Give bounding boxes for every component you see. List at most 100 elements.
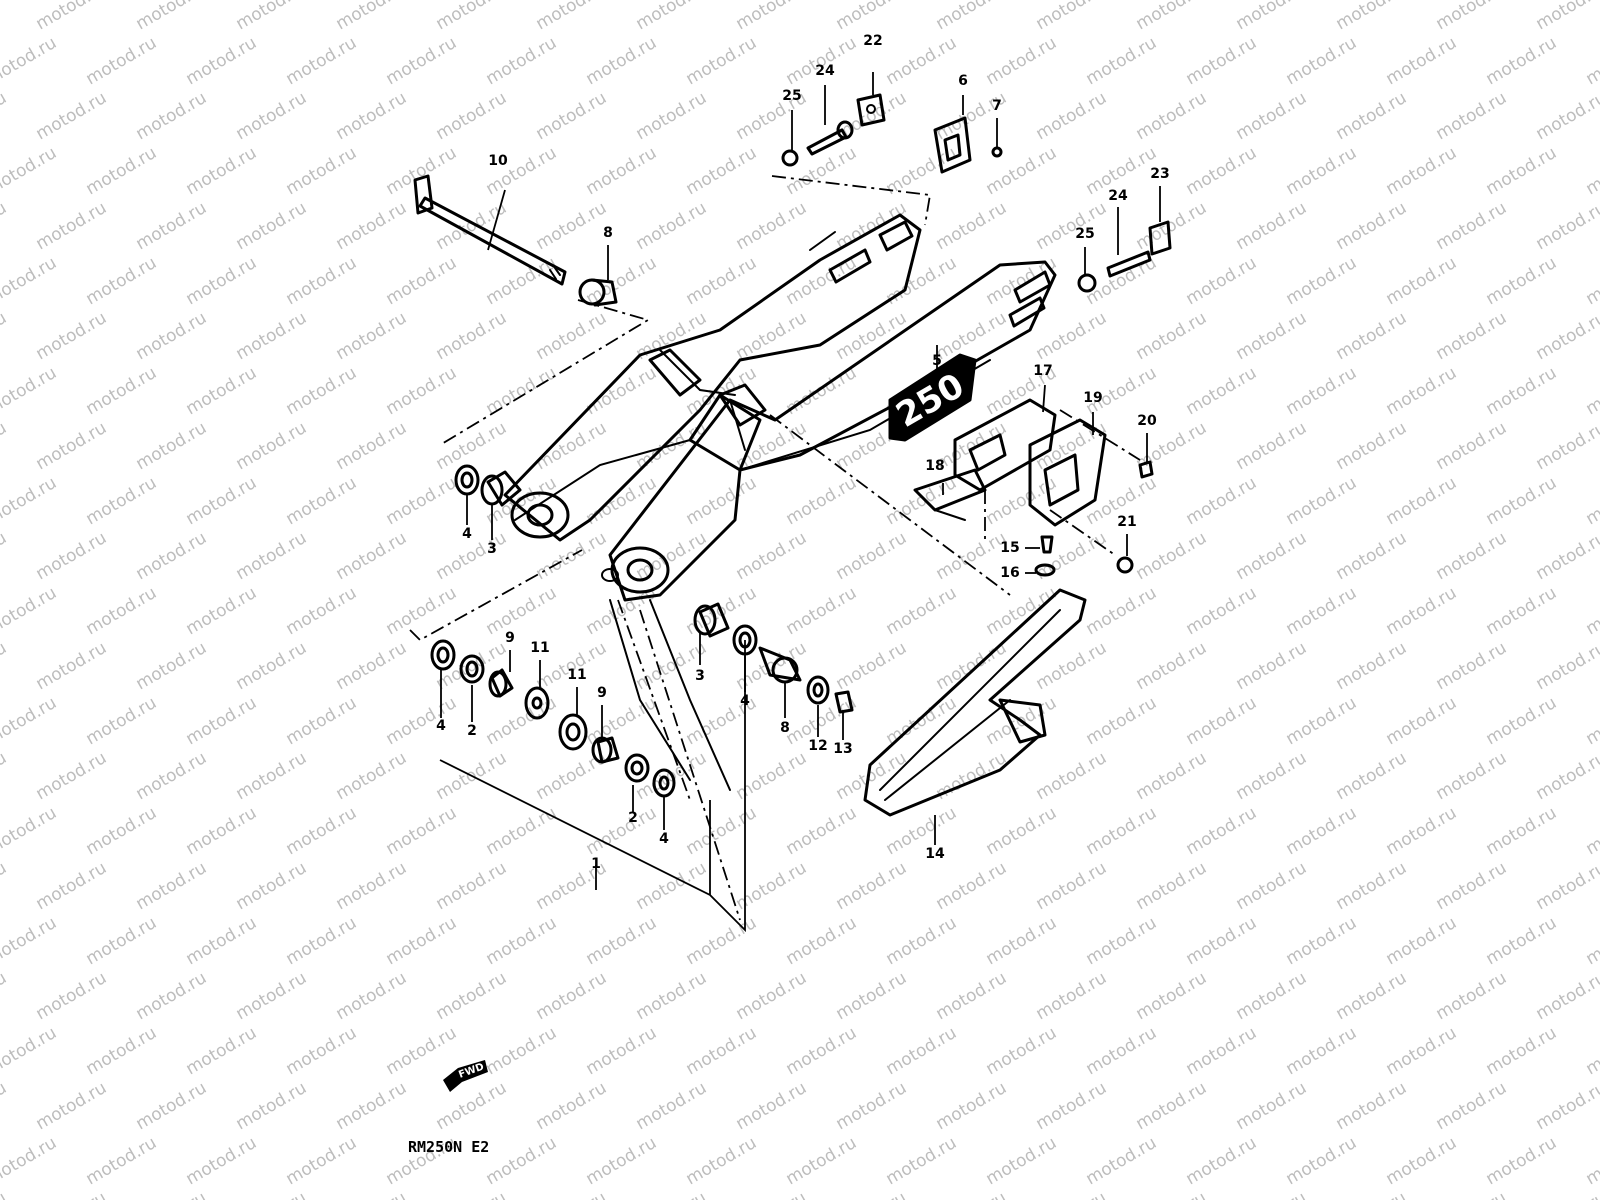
watermark-text: motod.ru: [583, 1133, 661, 1189]
watermark-text: motod.ru: [0, 143, 60, 199]
watermark-text: motod.ru: [133, 418, 211, 474]
watermark-text: motod.ru: [633, 88, 711, 144]
watermark-text: motod.ru: [583, 33, 661, 89]
watermark-text: motod.ru: [483, 363, 561, 419]
watermark-text: motod.ru: [233, 858, 311, 914]
watermark-text: motod.ru: [733, 968, 811, 1024]
watermark-text: motod.ru: [1333, 968, 1411, 1024]
watermark-text: motod.ru: [483, 33, 561, 89]
watermark-text: motod.ru: [133, 88, 211, 144]
watermark-text: motod.ru: [33, 638, 111, 694]
watermark-text: motod.ru: [633, 858, 711, 914]
callout-19: 19: [1083, 390, 1102, 406]
callout-2: 2: [628, 810, 638, 826]
watermark-text: motod.ru: [1083, 693, 1161, 749]
watermark-text: motod.ru: [83, 1023, 161, 1079]
watermark-text: motod.ru: [1583, 693, 1600, 749]
watermark-text: motod.ru: [783, 253, 861, 309]
watermark-text: motod.ru: [133, 198, 211, 254]
watermark-text: motod.ru: [0, 308, 10, 364]
watermark-text: motod.ru: [483, 1133, 561, 1189]
watermark-text: motod.ru: [883, 473, 961, 529]
watermark-text: motod.ru: [1433, 1188, 1511, 1200]
watermark-text: motod.ru: [1183, 913, 1261, 969]
watermark-text: motod.ru: [1333, 638, 1411, 694]
watermark-text: motod.ru: [233, 88, 311, 144]
watermark-text: motod.ru: [33, 528, 111, 584]
callout-8: 8: [603, 225, 613, 241]
watermark-text: motod.ru: [133, 748, 211, 804]
watermark-text: motod.ru: [533, 968, 611, 1024]
watermark-text: motod.ru: [1133, 88, 1211, 144]
watermark-text: motod.ru: [1433, 1078, 1511, 1134]
watermark-text: motod.ru: [1233, 858, 1311, 914]
watermark-text: motod.ru: [83, 1133, 161, 1189]
watermark-text: motod.ru: [1033, 968, 1111, 1024]
watermark-text: motod.ru: [1283, 1133, 1361, 1189]
watermark-text: motod.ru: [1033, 308, 1111, 364]
watermark-text: motod.ru: [1333, 88, 1411, 144]
watermark-text: motod.ru: [683, 913, 761, 969]
watermark-text: motod.ru: [33, 1078, 111, 1134]
watermark-text: motod.ru: [433, 858, 511, 914]
watermark-text: motod.ru: [33, 0, 111, 34]
watermark-text: motod.ru: [1133, 1078, 1211, 1134]
watermark-text: motod.ru: [683, 1023, 761, 1079]
watermark-text: motod.ru: [1533, 418, 1600, 474]
watermark-text: motod.ru: [1233, 638, 1311, 694]
watermark-text: motod.ru: [0, 1023, 60, 1079]
watermark-text: motod.ru: [1583, 143, 1600, 199]
watermark-text: motod.ru: [1233, 748, 1311, 804]
watermark-text: motod.ru: [1483, 693, 1561, 749]
watermark-text: motod.ru: [333, 858, 411, 914]
watermark-text: motod.ru: [0, 693, 60, 749]
watermark-text: motod.ru: [1533, 308, 1600, 364]
watermark-text: motod.ru: [1133, 638, 1211, 694]
pivot-shaft: [413, 174, 567, 286]
watermark-text: motod.ru: [983, 1133, 1061, 1189]
watermark-text: motod.ru: [483, 143, 561, 199]
watermark-text: motod.ru: [0, 473, 60, 529]
watermark-text: motod.ru: [1533, 1188, 1600, 1200]
watermark-text: motod.ru: [1383, 253, 1461, 309]
watermark-text: motod.ru: [483, 583, 561, 639]
watermark-text: motod.ru: [0, 0, 10, 34]
callout-7: 7: [992, 98, 1002, 114]
watermark-text: motod.ru: [333, 308, 411, 364]
watermark-text: motod.ru: [1433, 0, 1511, 34]
watermark-text: motod.ru: [133, 858, 211, 914]
watermark-text: motod.ru: [0, 1188, 10, 1200]
watermark-text: motod.ru: [1183, 473, 1261, 529]
watermark-text: motod.ru: [33, 968, 111, 1024]
watermark-text: motod.ru: [1083, 803, 1161, 859]
watermark-text: motod.ru: [1583, 473, 1600, 529]
watermark-text: motod.ru: [1383, 1133, 1461, 1189]
watermark-text: motod.ru: [983, 1023, 1061, 1079]
watermark-text: motod.ru: [883, 583, 961, 639]
watermark-text: motod.ru: [183, 803, 261, 859]
callout-3: 3: [487, 541, 497, 557]
watermark-text: motod.ru: [583, 913, 661, 969]
watermark-text: motod.ru: [1083, 583, 1161, 639]
callout-9: 9: [597, 685, 607, 701]
watermark-text: motod.ru: [933, 528, 1011, 584]
watermark-text: motod.ru: [83, 143, 161, 199]
watermark-text: motod.ru: [583, 363, 661, 419]
watermark-text: motod.ru: [383, 583, 461, 639]
watermark-text: motod.ru: [1533, 1078, 1600, 1134]
watermark-text: motod.ru: [333, 88, 411, 144]
watermark-text: motod.ru: [933, 858, 1011, 914]
watermark-text: motod.ru: [1283, 253, 1361, 309]
watermark-text: motod.ru: [633, 638, 711, 694]
callout-13: 13: [833, 741, 852, 757]
watermark-text: motod.ru: [1483, 583, 1561, 639]
watermark-text: motod.ru: [433, 968, 511, 1024]
watermark-text: motod.ru: [1433, 638, 1511, 694]
alignment-lines: [409, 175, 1141, 921]
watermark-text: motod.ru: [233, 748, 311, 804]
callout-3: 3: [695, 668, 705, 684]
watermark-text: motod.ru: [1483, 473, 1561, 529]
watermark-text: motod.ru: [183, 33, 261, 89]
watermark-text: motod.ru: [983, 33, 1061, 89]
